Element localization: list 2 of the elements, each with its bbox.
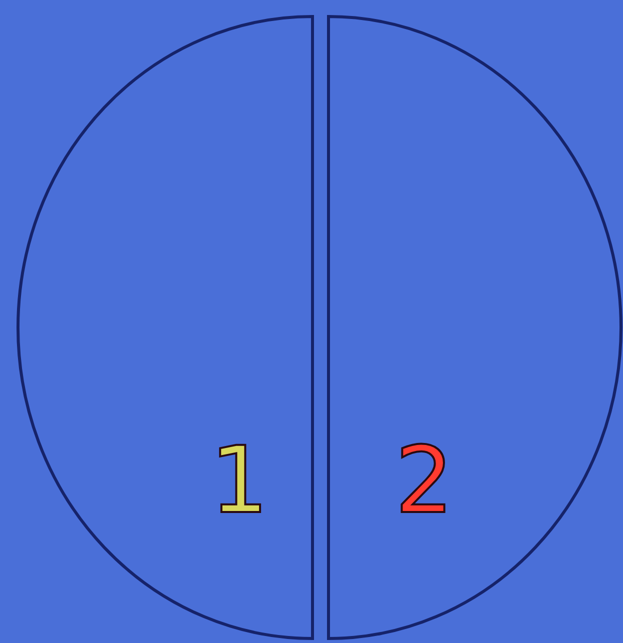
number-label: 2 [395,435,454,527]
number-label: 1 [210,435,269,527]
